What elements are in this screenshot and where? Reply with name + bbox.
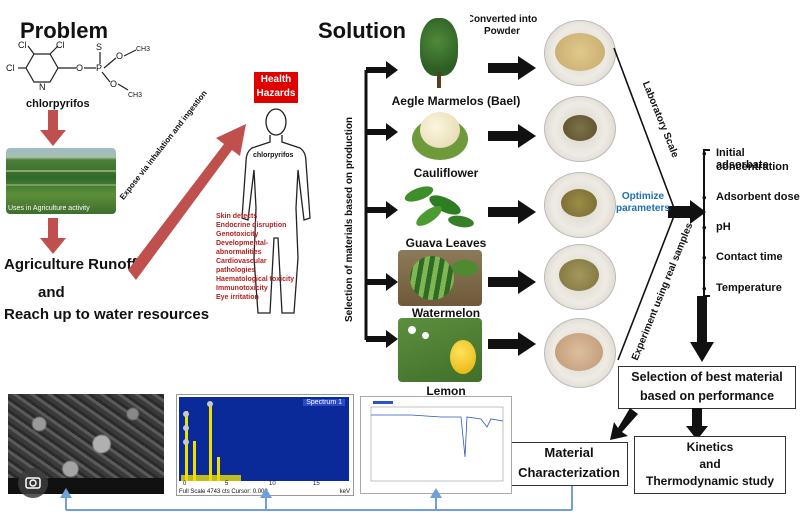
and-label: and <box>38 284 65 301</box>
down-arrow-1 <box>40 110 66 146</box>
hazard-item: abnormalities <box>216 249 262 256</box>
best-material-box: Selection of best material based on perf… <box>618 366 796 409</box>
atom-cl-3: Cl <box>6 63 15 73</box>
material-label-cauliflower: Cauliflower <box>413 166 479 180</box>
eds-footer: Full Scale 4743 cts Cursor: 0.000 <box>179 489 268 495</box>
lemon-photo <box>398 318 482 382</box>
reach-water-resources: Reach up to water resources <box>4 306 210 323</box>
atom-s: S <box>96 42 102 52</box>
agriculture-field-photo: Uses in Agriculture activity <box>6 148 116 214</box>
material-label-watermelon: Watermelon <box>411 306 481 320</box>
hazard-item: pathologies <box>216 267 256 274</box>
hazard-item: Genotoxicity <box>216 231 259 238</box>
hazard-item: Skin defects <box>216 213 258 220</box>
atom-ch3-1: CH3 <box>136 46 150 53</box>
cauliflower-photo <box>410 108 470 164</box>
best-line2: based on performance <box>639 389 775 403</box>
kinetics-box: Kinetics and Thermodynamic study <box>634 436 786 494</box>
atom-ch3-2: CH3 <box>128 92 142 99</box>
powder-arrows <box>488 56 536 356</box>
kin-line3: Thermodynamic study <box>645 474 775 488</box>
hazard-item: Developmental- <box>216 240 269 247</box>
atom-cl-1: Cl <box>18 40 27 50</box>
atom-n: N <box>39 82 46 92</box>
material-label-guava: Guava Leaves <box>405 236 487 250</box>
eds-tick-15: 15 <box>313 481 320 487</box>
atom-p: P <box>96 63 102 73</box>
hazard-item: Immunotoxicity <box>216 285 268 292</box>
atom-cl-2: Cl <box>56 40 65 50</box>
powder-dish-guava <box>544 172 616 238</box>
camera-icon[interactable] <box>18 468 48 498</box>
kin-line1: Kinetics <box>686 440 734 454</box>
optimize-label: Optimize parameters <box>616 191 670 215</box>
param-temperature: Temperature <box>702 281 782 296</box>
converted-label: Converted into Powder <box>462 14 542 38</box>
selection-label: Selection of materials based on producti… <box>344 116 355 322</box>
field-caption: Uses in Agriculture activity <box>8 205 90 212</box>
kin-line2: and <box>699 457 721 471</box>
optimize-line2: parameters <box>616 203 670 214</box>
optimize-line1: Optimize <box>621 191 665 202</box>
converted-line2: Powder <box>483 26 521 37</box>
eds-title: Spectrum 1 <box>303 399 345 406</box>
health-hazards-line1: Health <box>260 74 292 85</box>
powder-dish-watermelon <box>544 244 616 310</box>
atom-o-1: O <box>76 63 83 73</box>
hazard-list: Skin defects Endocrine disruption Genoto… <box>216 212 294 302</box>
solution-heading: Solution <box>318 18 406 43</box>
param-contact-time: Contact time <box>702 250 783 265</box>
eds-tick-5: 5 <box>225 481 229 487</box>
hazard-item: Endocrine disruption <box>216 222 287 229</box>
best-line1: Selection of best material <box>631 370 783 384</box>
material-characterization-box: Material Characterization <box>510 442 628 486</box>
chlorpyrifos-structure: Cl Cl Cl N O P S O O CH3 CH3 <box>6 40 150 99</box>
watermelon-photo <box>398 250 482 306</box>
down-arrow-2 <box>40 218 66 254</box>
bael-tree-photo <box>408 12 470 90</box>
eds-tick-10: 10 <box>269 481 276 487</box>
atom-o-3: O <box>110 79 117 89</box>
converted-line1: Converted into <box>466 14 538 25</box>
material-label-lemon: Lemon <box>426 384 466 398</box>
hazard-item: Cardiovascular <box>216 258 267 265</box>
powder-dish-bael <box>544 20 616 86</box>
agriculture-runoff: Agriculture Runoff <box>4 256 137 273</box>
guava-leaves-photo <box>398 180 478 236</box>
param-adsorbent-dose: Adsorbent dose <box>702 190 800 205</box>
down-arrow-best <box>690 296 714 362</box>
eds-tick-0: 0 <box>183 481 187 487</box>
chlorpyrifos-label: chlorpyrifos <box>26 98 90 110</box>
health-hazards-line2: Hazards <box>256 88 296 99</box>
powder-dish-cauliflower <box>544 96 616 162</box>
selection-bracket <box>364 61 398 348</box>
material-label-bael: Aegle Marmelos (Bael) <box>391 94 521 108</box>
param-initial-adsorbate: Initial adsorbate <box>702 146 800 171</box>
eds-unit: keV <box>339 489 350 495</box>
param-ph: pH <box>702 220 730 235</box>
eds-spectrum: Spectrum 1 0 5 10 15 Full Scale 4743 cts… <box>176 394 354 496</box>
converge-lines <box>613 47 706 361</box>
char-line1: Material <box>544 445 594 460</box>
split-arrows <box>610 408 708 440</box>
hazard-item: Eye irritation <box>216 294 259 301</box>
problem-heading: Problem <box>20 18 109 43</box>
body-chem-label: chlorpyrifos <box>253 152 294 159</box>
health-hazards-box: Health Hazards <box>254 72 298 103</box>
param-concentration: concentration <box>716 161 789 173</box>
human-body-outline <box>241 108 311 314</box>
atom-o-2: O <box>116 51 123 61</box>
char-line2: Characterization <box>518 465 620 480</box>
hazard-item: Haematological toxicity <box>216 276 295 283</box>
exposure-arrow <box>128 124 246 280</box>
powder-dish-lemon <box>544 318 616 388</box>
feedback-line <box>60 486 573 511</box>
